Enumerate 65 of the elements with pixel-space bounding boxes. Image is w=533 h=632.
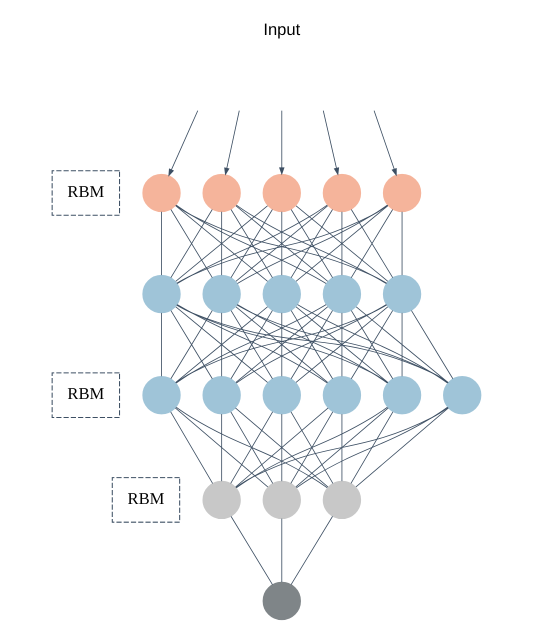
connector — [281, 518, 282, 582]
connector — [356, 306, 448, 383]
connector — [295, 408, 389, 488]
connector — [281, 211, 282, 276]
connector — [411, 310, 454, 380]
connector — [236, 304, 448, 384]
connector — [230, 516, 273, 585]
connector — [296, 205, 388, 282]
connector — [356, 408, 449, 488]
node-circle — [443, 376, 482, 414]
connector — [236, 406, 388, 488]
connector — [350, 411, 394, 484]
connector — [281, 312, 282, 377]
node-circle — [262, 480, 301, 520]
node-circle — [322, 274, 362, 314]
node-circle — [202, 274, 241, 314]
connector — [236, 205, 328, 282]
node-circle — [262, 274, 301, 314]
connector — [281, 414, 282, 482]
connector — [235, 407, 448, 488]
node-box: RBM — [112, 477, 180, 523]
node-circle — [202, 174, 241, 212]
node-circle — [202, 480, 241, 520]
connector — [174, 408, 268, 488]
connector — [175, 306, 268, 383]
node-circle — [322, 174, 362, 212]
connector — [221, 414, 222, 482]
connector — [221, 312, 222, 377]
connector — [350, 310, 394, 380]
node-circle — [142, 274, 181, 314]
node-circle — [382, 174, 422, 212]
node-circle — [382, 274, 422, 314]
connector — [230, 411, 274, 484]
connector — [230, 209, 273, 278]
connector — [290, 516, 333, 585]
connector — [297, 304, 448, 384]
arrow — [322, 110, 340, 176]
connector — [230, 310, 273, 380]
arrow — [168, 110, 198, 177]
connector — [170, 411, 214, 484]
connector — [221, 211, 222, 276]
node-circle — [322, 376, 362, 414]
node-circle — [142, 376, 181, 414]
node-circle — [262, 376, 301, 414]
node-box: RBM — [52, 372, 120, 418]
label: Input — [263, 20, 300, 39]
connector — [296, 306, 388, 383]
node-circle — [262, 582, 301, 620]
connector — [161, 211, 162, 276]
node-circle — [262, 174, 301, 212]
node-circle — [202, 376, 241, 414]
node-circle — [142, 174, 181, 212]
connector — [175, 205, 268, 282]
node-circle — [322, 480, 362, 520]
connector — [176, 304, 449, 384]
arrow — [279, 110, 285, 176]
connector — [296, 406, 448, 488]
node-circle — [382, 376, 422, 414]
arrow — [374, 110, 397, 176]
connector — [350, 209, 394, 278]
connector — [176, 406, 328, 488]
connector — [161, 312, 162, 377]
arrow — [224, 110, 240, 176]
connector — [236, 306, 328, 383]
node-box: RBM — [52, 170, 120, 216]
